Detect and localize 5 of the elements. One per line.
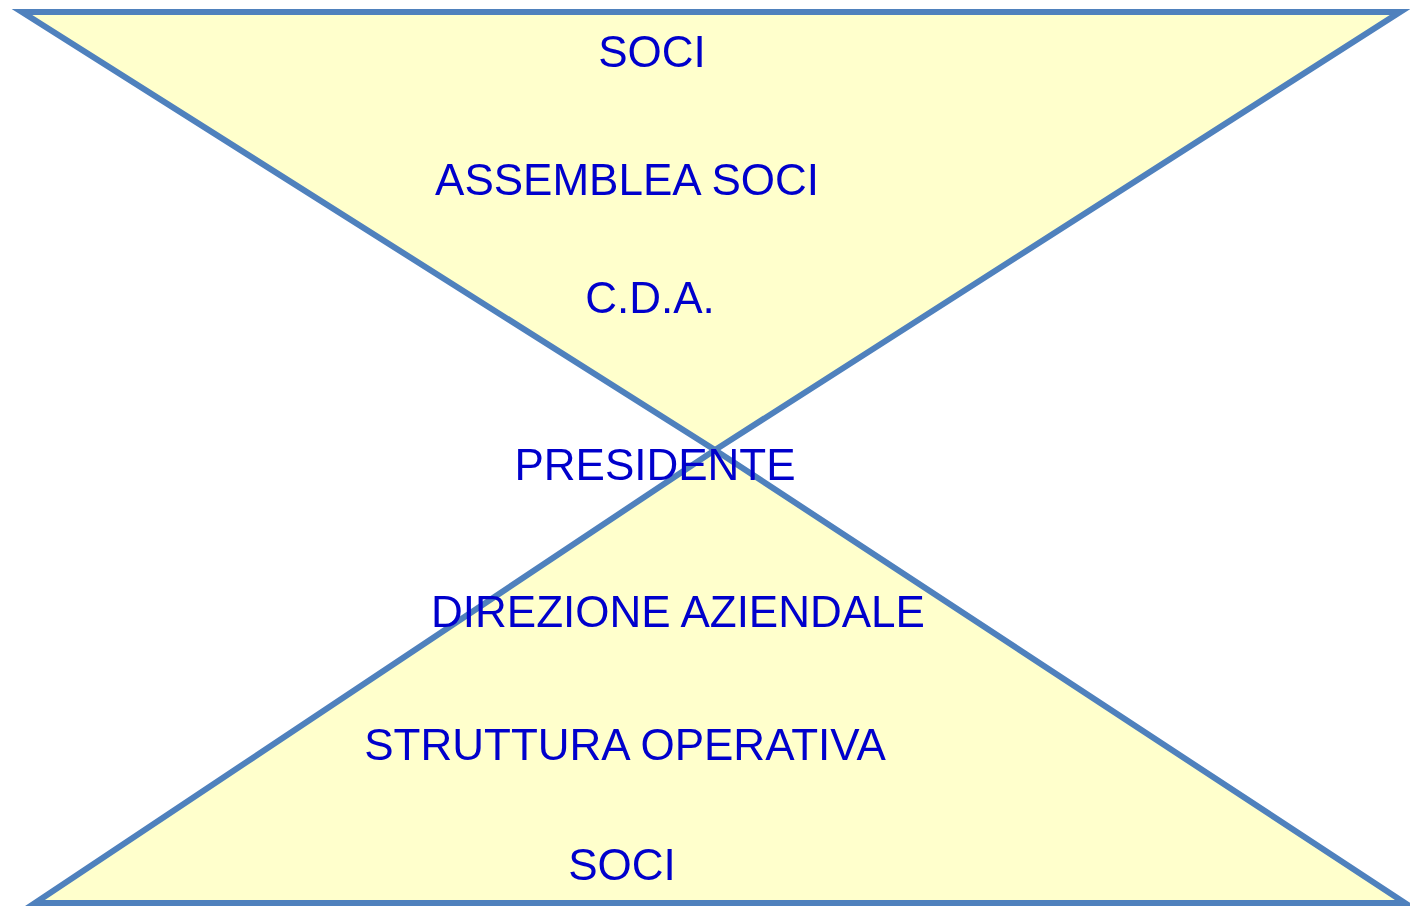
level-label: SOCI <box>568 843 676 887</box>
level-label: C.D.A. <box>585 276 715 320</box>
level-label: ASSEMBLEA SOCI <box>435 158 819 202</box>
level-label: STRUTTURA OPERATIVA <box>364 723 886 767</box>
level-label: SOCI <box>598 30 706 74</box>
